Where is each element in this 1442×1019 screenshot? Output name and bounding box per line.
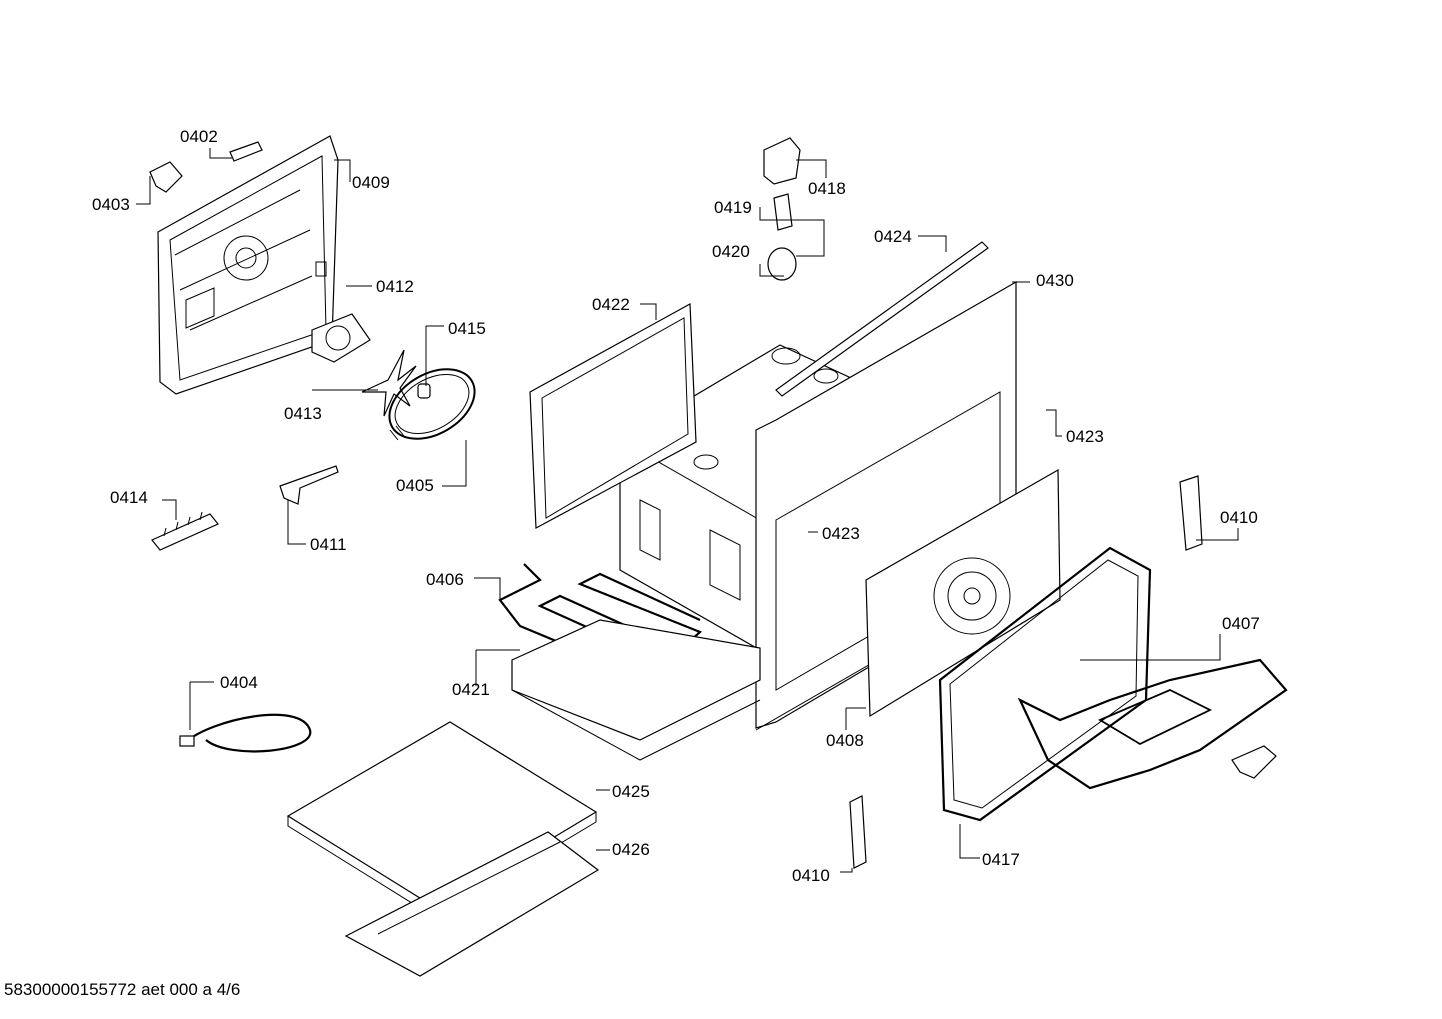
callout-0423-right: 0423 — [1066, 427, 1104, 446]
lamp-assembly-drawing — [763, 137, 801, 281]
callout-0426: 0426 — [612, 840, 650, 859]
callout-0423-center: 0423 — [822, 524, 860, 543]
base-frame-drawing — [344, 831, 600, 977]
fan-blade-drawing — [361, 349, 417, 417]
callout-0418: 0418 — [808, 179, 846, 198]
clip-drawing — [1231, 745, 1277, 779]
callout-0410-right: 0410 — [1220, 508, 1258, 527]
hinge-0410-drawing — [849, 475, 1203, 869]
callout-0430: 0430 — [1036, 271, 1074, 290]
callout-0404: 0404 — [220, 673, 258, 692]
top-rail-0424-drawing — [775, 241, 989, 397]
bracket-0403-drawing — [149, 161, 183, 193]
callout-0412: 0412 — [376, 277, 414, 296]
side-panel-0422-drawing — [529, 303, 697, 529]
callout-0410-bottom: 0410 — [792, 866, 830, 885]
callout-0411: 0411 — [310, 535, 347, 554]
callout-0403: 0403 — [92, 195, 130, 214]
callout-labels: 0402 0403 0409 0412 0415 0413 0405 0414 … — [92, 127, 1260, 885]
callout-0417: 0417 — [982, 850, 1020, 869]
leader-lines — [136, 148, 1239, 873]
callout-0409: 0409 — [352, 173, 390, 192]
drawing-reference-footer: 58300000155772 aet 000 a 4/6 — [4, 980, 241, 999]
callout-0421: 0421 — [452, 680, 490, 699]
callout-0405: 0405 — [396, 476, 434, 495]
callout-0425: 0425 — [612, 782, 650, 801]
rear-panel-drawing — [157, 135, 339, 395]
callout-0415: 0415 — [448, 319, 486, 338]
bottom-tray-drawing — [511, 619, 761, 761]
callout-0406: 0406 — [426, 570, 464, 589]
callout-0407: 0407 — [1222, 614, 1260, 633]
back-panel-0408-drawing — [865, 468, 1061, 718]
callout-0402: 0402 — [180, 127, 218, 146]
callout-0419: 0419 — [714, 198, 752, 217]
grill-frame-drawing — [938, 546, 1152, 822]
callout-0414: 0414 — [110, 488, 148, 507]
bracket-0402-drawing — [229, 141, 263, 162]
sensor-bracket-drawing — [279, 465, 339, 505]
ring-heater-drawing — [388, 368, 476, 441]
fan-motor-drawing — [311, 313, 371, 363]
bushing-0415-drawing — [417, 383, 431, 399]
terminal-block-drawing — [151, 511, 219, 551]
callout-0422: 0422 — [592, 295, 630, 314]
power-cable-drawing — [179, 713, 312, 753]
callout-0424: 0424 — [874, 227, 912, 246]
callout-0420: 0420 — [712, 242, 750, 261]
callout-0413: 0413 — [284, 404, 322, 423]
callout-0408: 0408 — [826, 731, 864, 750]
